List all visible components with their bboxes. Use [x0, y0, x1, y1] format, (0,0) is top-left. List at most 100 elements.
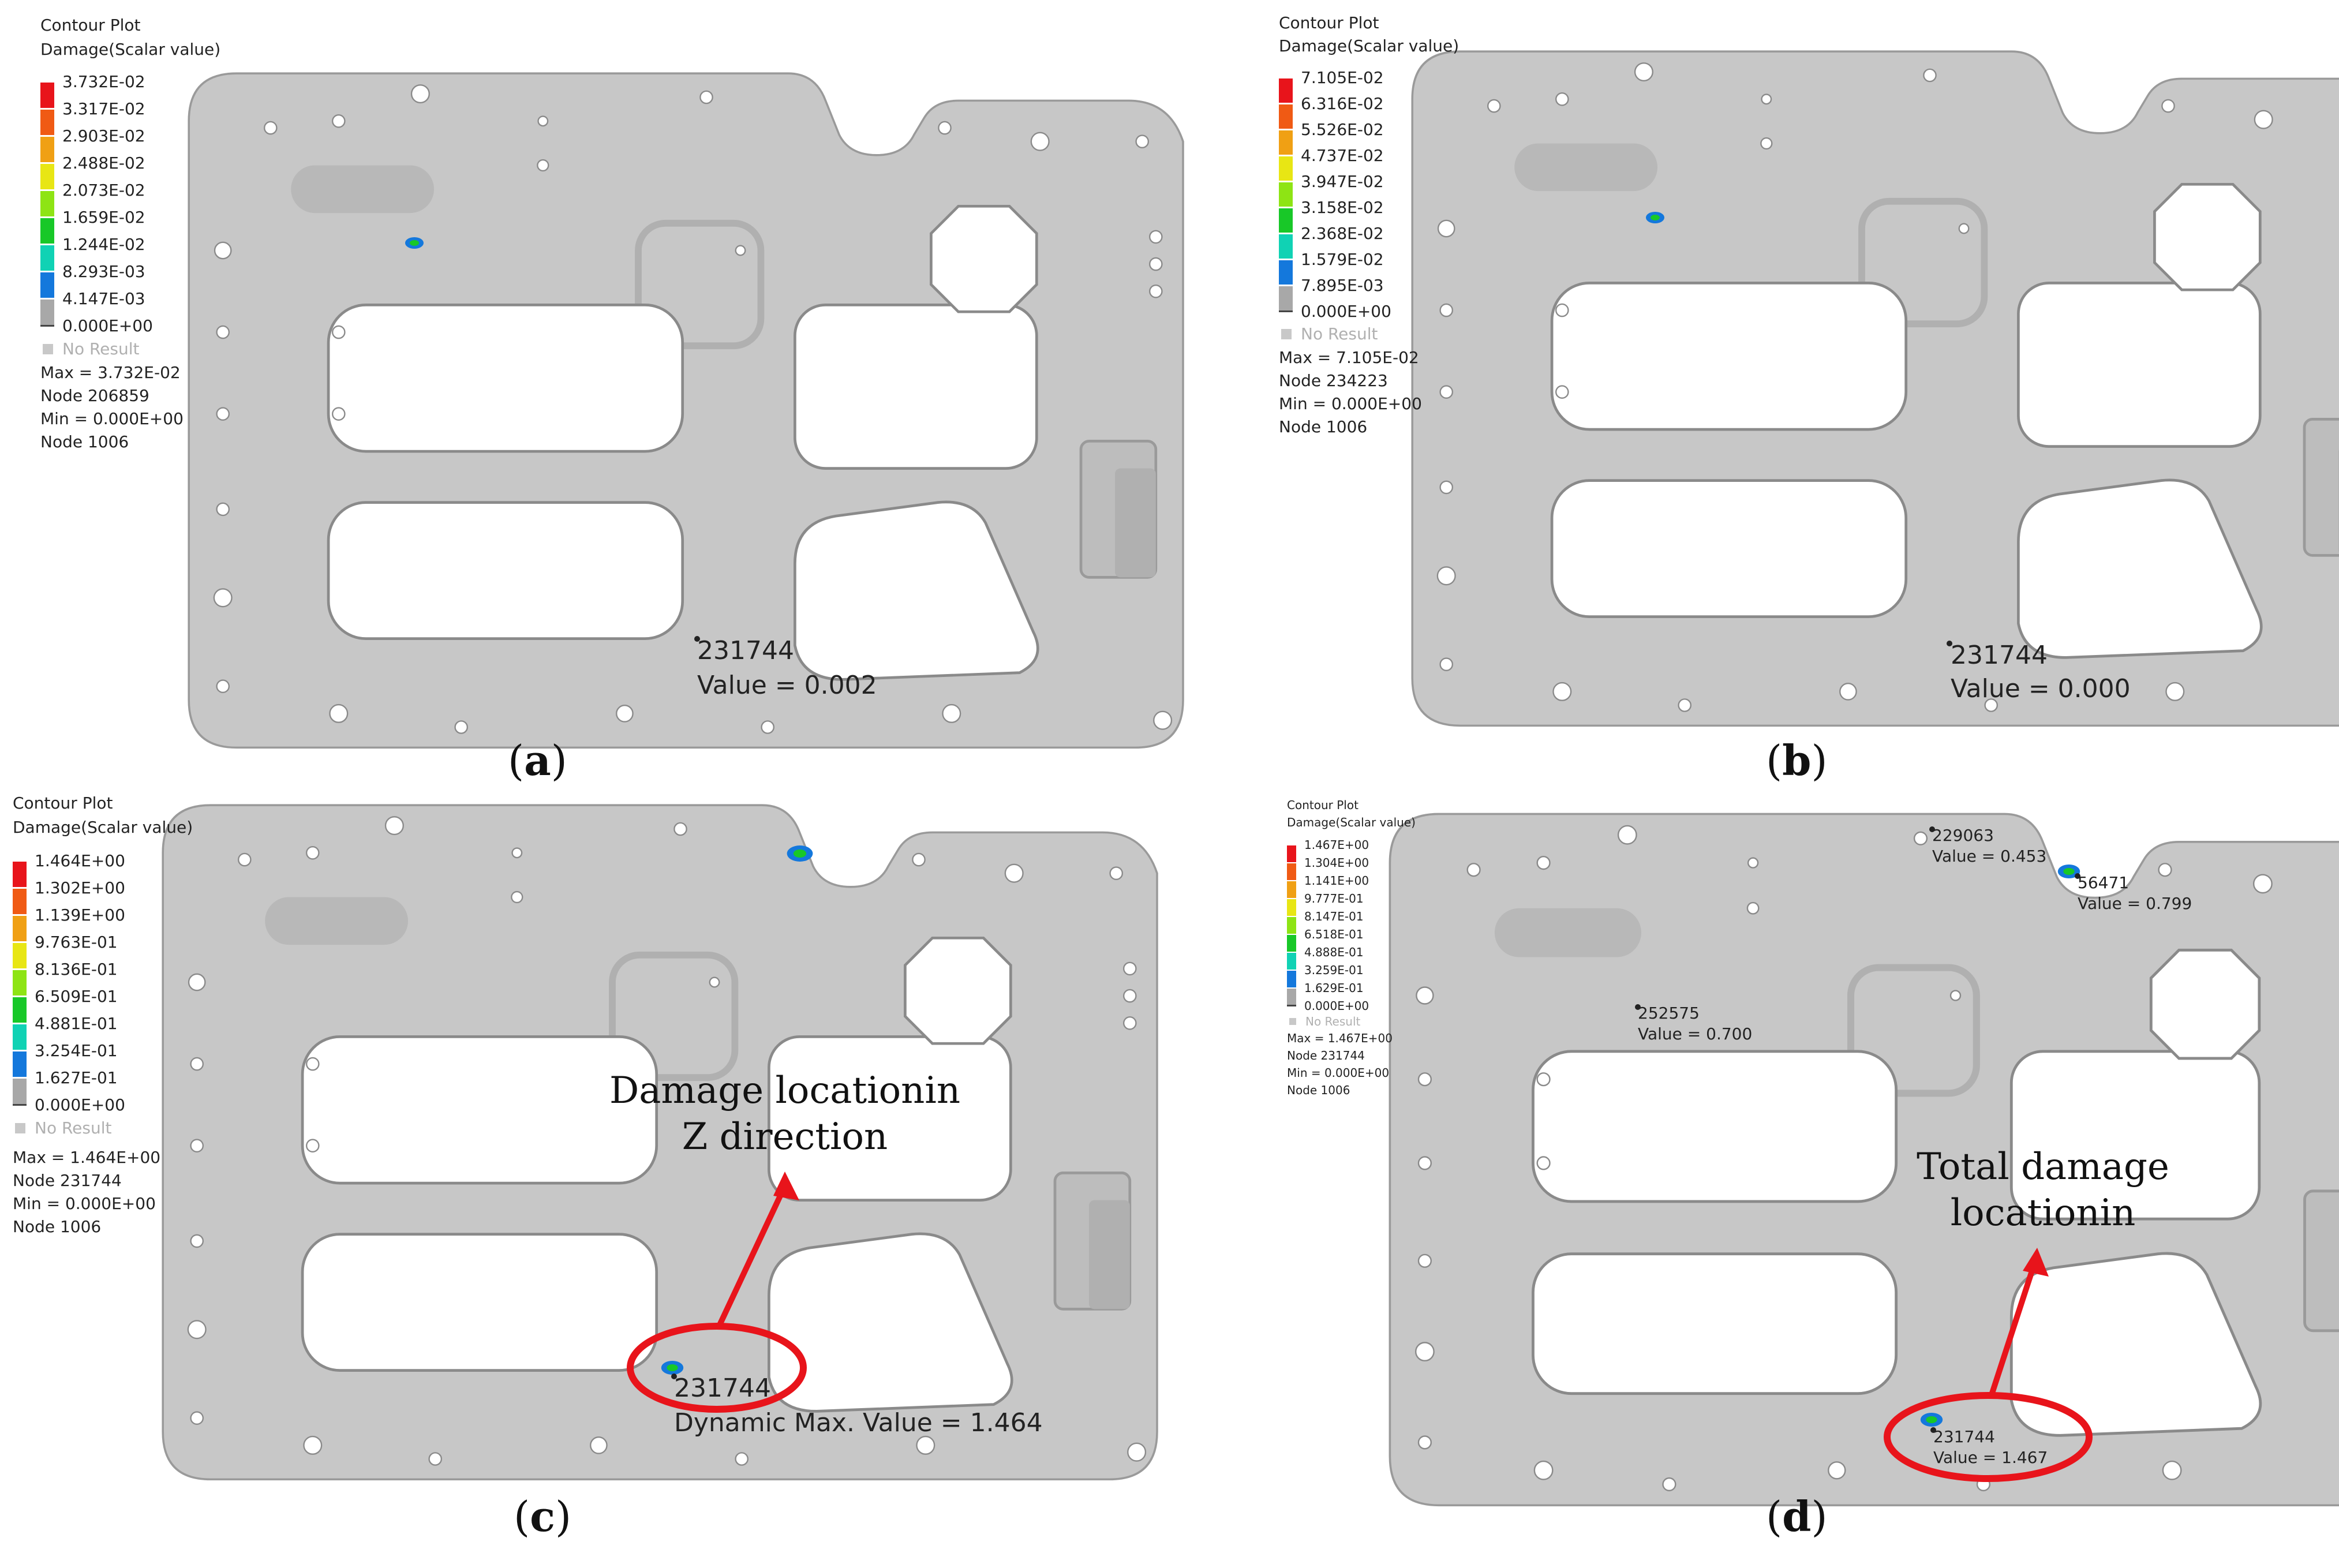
mounting-hole: [1536, 1156, 1551, 1170]
mounting-hole: [190, 1234, 204, 1248]
mounting-hole: [213, 588, 233, 608]
raised-oval: [291, 165, 434, 214]
mounting-hole: [1439, 480, 1454, 495]
legend-entry: 3.254E-01: [13, 1037, 118, 1077]
hotspot-c-notch-core: [793, 850, 807, 858]
node-229063-id: 229063: [1932, 826, 1994, 845]
mounting-hole: [238, 852, 252, 867]
arrow-head-c: [773, 1172, 799, 1200]
legend-entry: 4.737E-02: [1279, 143, 1384, 181]
mounting-hole: [1135, 134, 1150, 149]
legend-label: 9.763E-01: [35, 933, 118, 952]
legend-label: 3.947E-02: [1301, 172, 1384, 191]
legend-swatch: [13, 916, 27, 941]
mounting-hole: [912, 852, 926, 867]
legend-no-result: No Result: [1279, 324, 1378, 343]
cutout-lower-left: [1532, 1252, 1898, 1395]
legend-no-result: No Result: [40, 339, 140, 358]
mounting-hole: [673, 822, 687, 836]
legend-swatch: [1279, 234, 1293, 259]
legend-swatch: [40, 300, 54, 325]
legend-entry: 3.947E-02: [1279, 169, 1384, 207]
cutout-octagon: [930, 204, 1038, 313]
legend-entry: 3.317E-02: [40, 95, 145, 135]
cutout-upper-right: [2017, 282, 2262, 448]
cutout-octagon: [2149, 948, 2261, 1060]
legend-label: 1.627E-01: [35, 1068, 118, 1087]
mounting-hole: [1923, 68, 1937, 83]
legend-swatch: [40, 164, 54, 189]
legend-swatch: [13, 862, 27, 887]
legend-label: 4.737E-02: [1301, 146, 1384, 165]
annotation-text: Total damage locationin: [1858, 1144, 2228, 1236]
mounting-hole: [2165, 682, 2185, 701]
legend-label: 4.881E-01: [35, 1014, 118, 1033]
node-id-label: 231744: [1951, 641, 2048, 670]
no-result-swatch: [15, 1122, 25, 1133]
legend-label: 0.000E+00: [1304, 998, 1369, 1013]
mounting-hole: [1439, 303, 1454, 317]
mounting-hole: [938, 121, 952, 135]
caption-d: (d): [1766, 1492, 1828, 1541]
legend-no-result: No Result: [13, 1118, 112, 1137]
cutout-lower-right: [794, 500, 1039, 681]
legend-swatch: [40, 245, 54, 271]
cutout-octagon: [904, 936, 1012, 1045]
legend-entry: 1.302E+00: [13, 874, 125, 914]
legend-label: 6.316E-02: [1301, 94, 1384, 113]
legend-label: 3.254E-01: [35, 1041, 118, 1060]
legend-label: 8.147E-01: [1304, 909, 1364, 923]
plate-a: [188, 72, 1184, 749]
mounting-hole: [1662, 1477, 1676, 1492]
mounting-hole: [306, 1139, 320, 1153]
legend-swatch: [13, 889, 27, 914]
mounting-hole: [1487, 99, 1501, 113]
mounting-hole: [1030, 132, 1050, 151]
legend-entry: 3.158E-02: [1279, 194, 1384, 233]
plate-b: [1411, 50, 2339, 727]
node-56471-value: Value = 0.799: [2078, 894, 2192, 913]
node-marker: [1930, 1427, 1936, 1433]
legend-label: 1.244E-02: [62, 235, 145, 254]
mounting-hole: [1437, 219, 1455, 238]
caption-c: (c): [514, 1492, 572, 1541]
legend-swatch: [1287, 952, 1296, 970]
legend-label: 8.136E-01: [35, 960, 118, 979]
legend-label: 0.000E+00: [35, 1095, 125, 1114]
mounting-hole: [329, 703, 349, 723]
legend-swatch: [1287, 916, 1296, 934]
node-id-label: 231744: [674, 1374, 771, 1403]
legend-label: 1.579E-02: [1301, 250, 1384, 269]
mounting-hole: [1533, 1460, 1554, 1480]
legend-label: 2.368E-02: [1301, 224, 1384, 243]
mounting-hole: [511, 847, 523, 859]
bracket: [2303, 1189, 2339, 1333]
no-result-swatch: [1281, 328, 1292, 339]
cutout-upper-right: [768, 1035, 1012, 1202]
stat-min: Min = 0.000E+00: [13, 1194, 156, 1213]
legend-entry: 7.105E-02: [1279, 65, 1384, 103]
mounting-hole: [188, 973, 206, 991]
stat-max-node: Node 231744: [13, 1171, 122, 1190]
cutout-upper-left: [327, 304, 684, 453]
cutout-upper-left: [1550, 282, 1908, 431]
legend-entry: 0.000E+00: [1279, 298, 1391, 324]
legend-no-result: No Result: [1287, 1015, 1360, 1028]
cutout-upper-left: [301, 1035, 658, 1185]
stat-min: Min = 0.000E+00: [1279, 394, 1422, 413]
mounting-hole: [1149, 257, 1163, 271]
legend-label: 2.903E-02: [62, 126, 145, 145]
mounting-hole: [1913, 831, 1928, 845]
legend-label: 1.304E+00: [1304, 855, 1369, 870]
legend-label: 1.467E+00: [1304, 837, 1369, 852]
legend-label: 0.000E+00: [62, 316, 153, 335]
legend-label: 0.000E+00: [1301, 302, 1391, 321]
mounting-hole: [1746, 901, 1760, 915]
mounting-hole: [942, 703, 961, 723]
legend-label: 3.259E-01: [1304, 963, 1364, 977]
mounting-hole: [511, 890, 523, 904]
legend-swatch: [1287, 881, 1296, 898]
mounting-hole: [2254, 110, 2273, 129]
mounting-hole: [1949, 990, 1962, 1001]
